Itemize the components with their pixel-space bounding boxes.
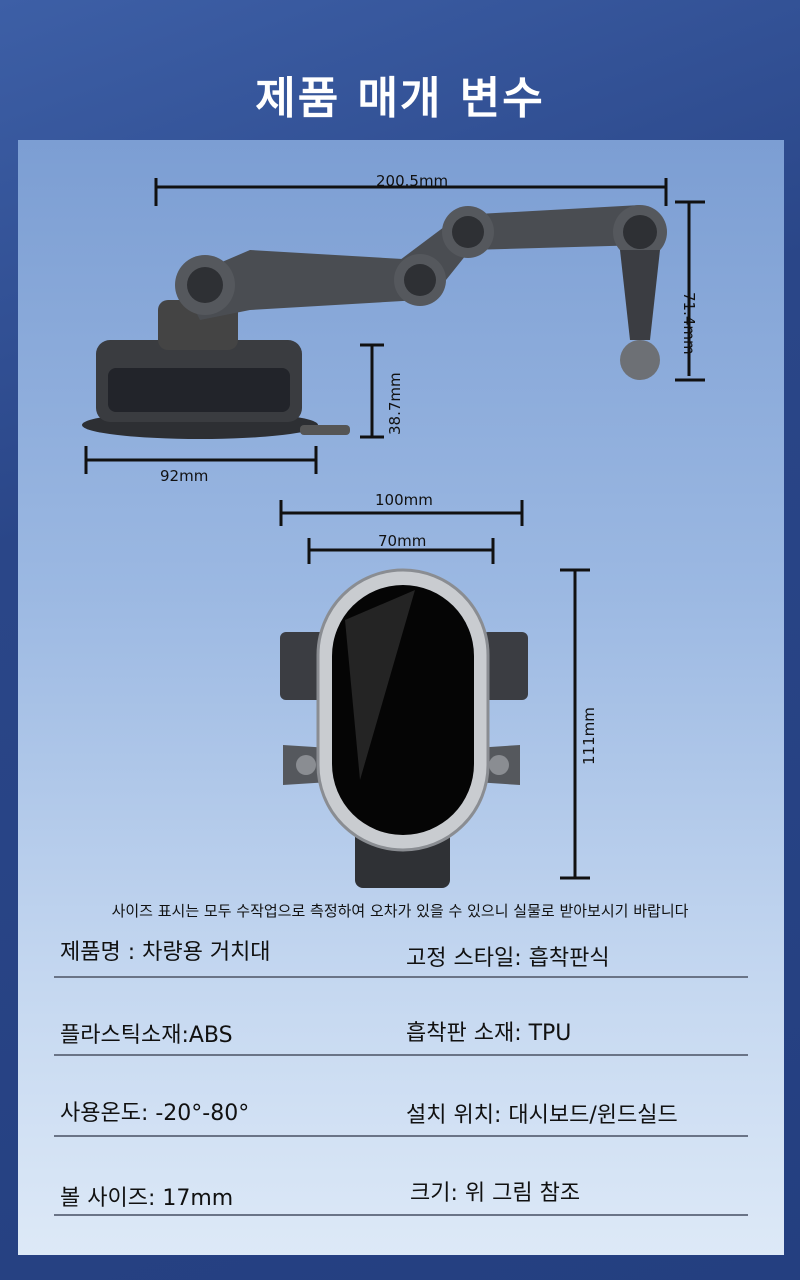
holder-height-label: 111mm: [580, 707, 598, 765]
divider: [54, 1054, 748, 1056]
car-mount-side-view: [82, 205, 667, 439]
base-height-label: 38.7mm: [386, 372, 404, 435]
divider: [54, 1214, 748, 1216]
product-illustration: [82, 178, 705, 888]
arm-height-label: 71.4mm: [680, 292, 698, 355]
spec-product-name: 제품명 : 차량용 거치대: [60, 940, 271, 965]
spec-size: 크기: 위 그림 참조: [410, 1181, 581, 1206]
spec-install-location: 설치 위치: 대시보드/윈드실드: [406, 1103, 678, 1128]
spec-plastic-material: 플라스틱소재:ABS: [60, 1023, 233, 1048]
page-title: 제품 매개 변수: [255, 73, 545, 124]
clamp-inner-label: 70mm: [378, 532, 427, 550]
divider: [54, 976, 748, 978]
measurement-note: 사이즈 표시는 모두 수작업으로 측정하여 오차가 있을 수 있으니 실물로 받…: [111, 902, 689, 920]
dimension-lines: [84, 178, 705, 880]
arm-length-label: 200.5mm: [376, 172, 449, 190]
divider: [54, 1135, 748, 1137]
spec-suction-material: 흡착판 소재: TPU: [406, 1021, 572, 1046]
clamp-outer-label: 100mm: [375, 491, 433, 509]
base-width-label: 92mm: [160, 467, 209, 485]
phone-holder-front-view: [280, 568, 528, 888]
spec-ball-size: 볼 사이즈: 17mm: [60, 1186, 234, 1211]
spec-temperature: 사용온도: -20°-80°: [60, 1101, 250, 1126]
spec-mount-style: 고정 스타일: 흡착판식: [406, 946, 610, 971]
